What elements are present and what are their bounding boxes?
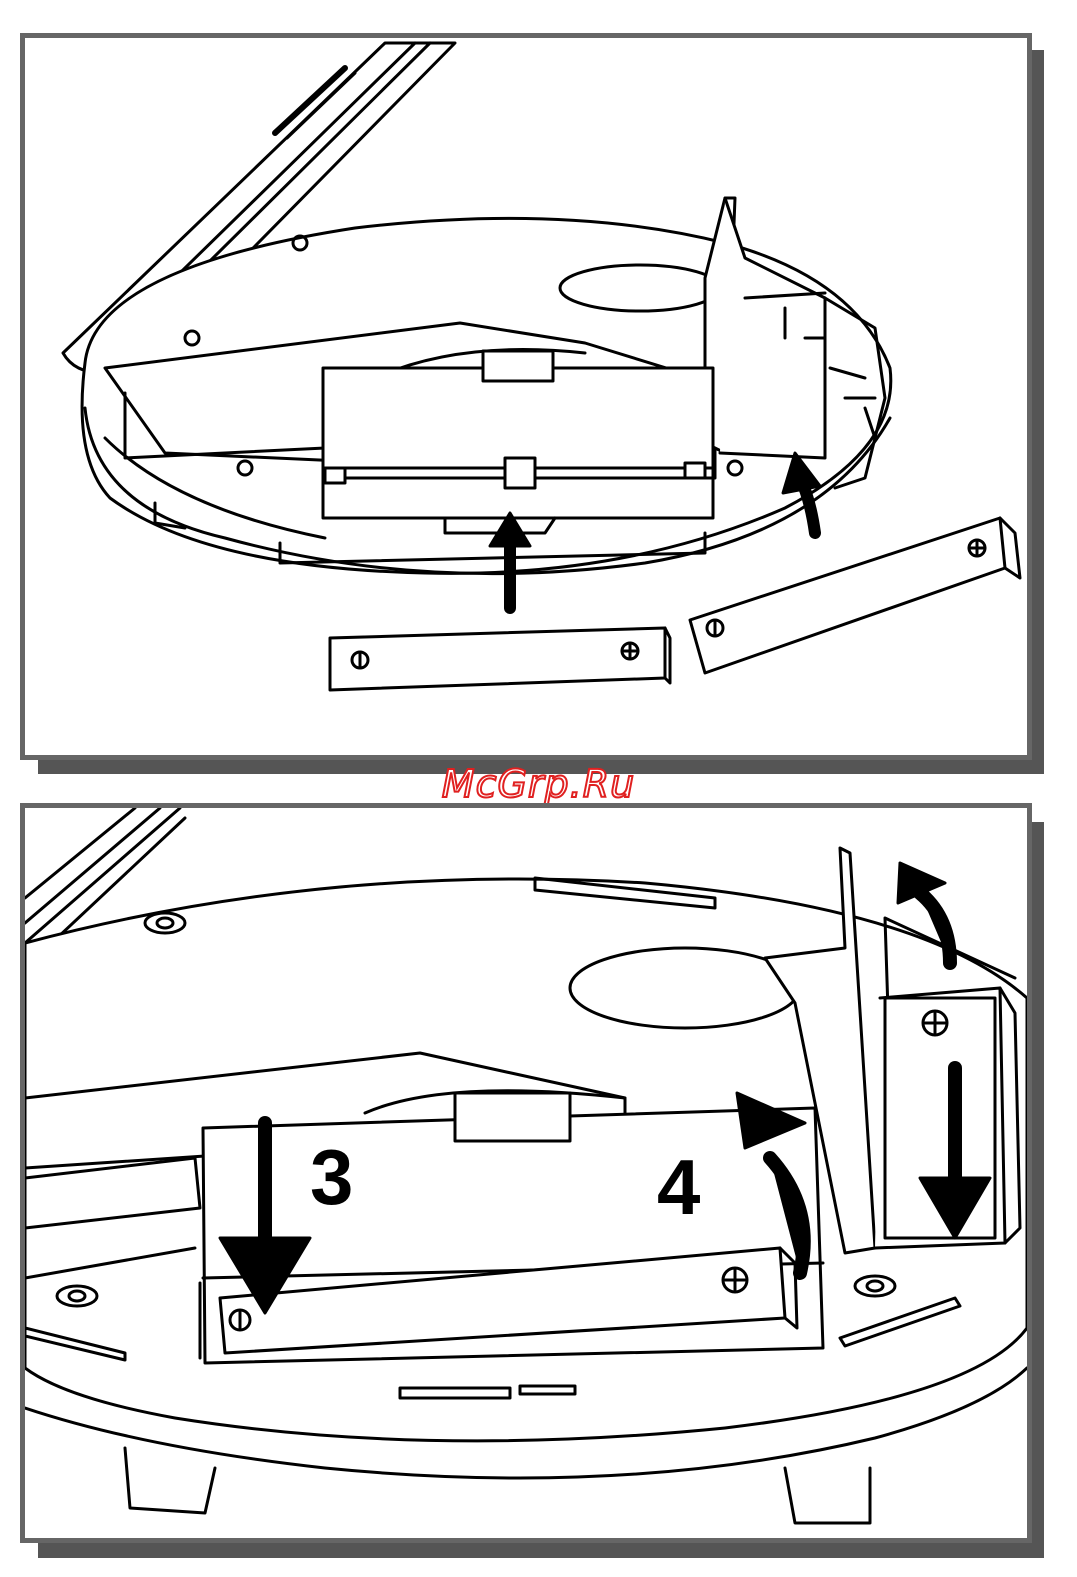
bottom-illustration: [25, 808, 1027, 1538]
battery-right: [690, 518, 1020, 673]
top-illustration-panel: [20, 33, 1032, 760]
battery-compartment: [323, 351, 713, 533]
step-3-label: 3: [310, 1138, 353, 1216]
top-illustration: [25, 38, 1027, 755]
bottom-illustration-panel: 3 4: [20, 803, 1032, 1543]
battery-left: [330, 628, 670, 690]
step-4-label: 4: [657, 1148, 700, 1226]
watermark: McGrp.Ru: [0, 762, 1077, 806]
